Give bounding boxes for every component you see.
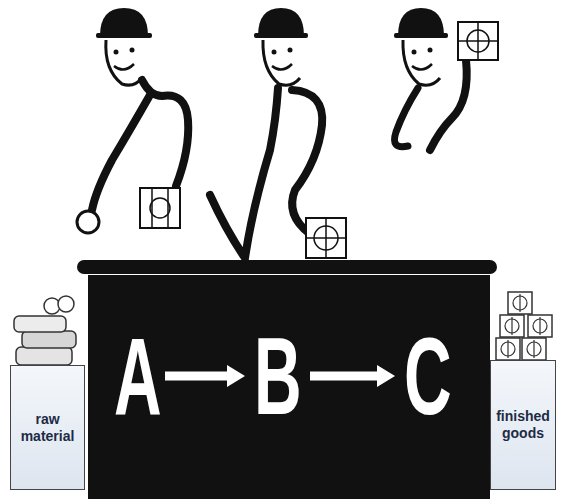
step-letter: A	[114, 326, 162, 426]
face	[106, 40, 142, 85]
counter-body	[88, 275, 490, 499]
eye	[412, 50, 417, 55]
raw-part	[14, 316, 66, 332]
part	[458, 22, 498, 60]
raw-part	[22, 331, 76, 348]
eye	[428, 48, 433, 53]
step-letter: B	[254, 326, 302, 426]
hard-hat	[398, 8, 444, 36]
worker	[77, 8, 188, 233]
counter-top	[77, 260, 497, 274]
arm	[292, 90, 322, 234]
eye	[288, 48, 293, 53]
hard-hat	[96, 33, 152, 38]
hard-hat	[394, 33, 448, 38]
worker	[394, 8, 498, 150]
eye	[272, 50, 277, 55]
eye	[114, 50, 119, 55]
part	[150, 198, 170, 218]
worker	[210, 8, 346, 258]
part	[152, 188, 168, 228]
process-step: B	[245, 326, 310, 426]
step-letter: C	[404, 326, 452, 426]
raw-part	[16, 347, 72, 365]
finished-stack	[496, 292, 552, 360]
bin-label: raw material	[14, 411, 81, 445]
arm	[210, 88, 278, 258]
part	[140, 188, 180, 228]
material-bin: raw material	[10, 365, 85, 490]
hard-hat	[254, 33, 308, 38]
eye	[130, 48, 135, 53]
flow-arrow	[310, 372, 377, 381]
hard-hat	[258, 8, 304, 36]
flow-arrow	[165, 372, 227, 381]
arm	[395, 88, 419, 147]
part	[306, 218, 346, 258]
hard-hat	[100, 8, 148, 36]
raw-part	[58, 296, 74, 312]
part	[458, 22, 498, 60]
smile	[114, 64, 134, 70]
face	[403, 40, 440, 85]
arm	[430, 60, 467, 150]
part	[77, 211, 99, 233]
bin-label: finished goods	[494, 408, 552, 442]
material-bin: finished goods	[490, 360, 556, 490]
part	[306, 218, 346, 258]
process-step: A	[110, 326, 165, 426]
finished-part	[508, 294, 540, 358]
smile	[272, 64, 292, 70]
smile	[412, 64, 432, 70]
face	[263, 40, 300, 85]
process-step: C	[395, 326, 460, 426]
